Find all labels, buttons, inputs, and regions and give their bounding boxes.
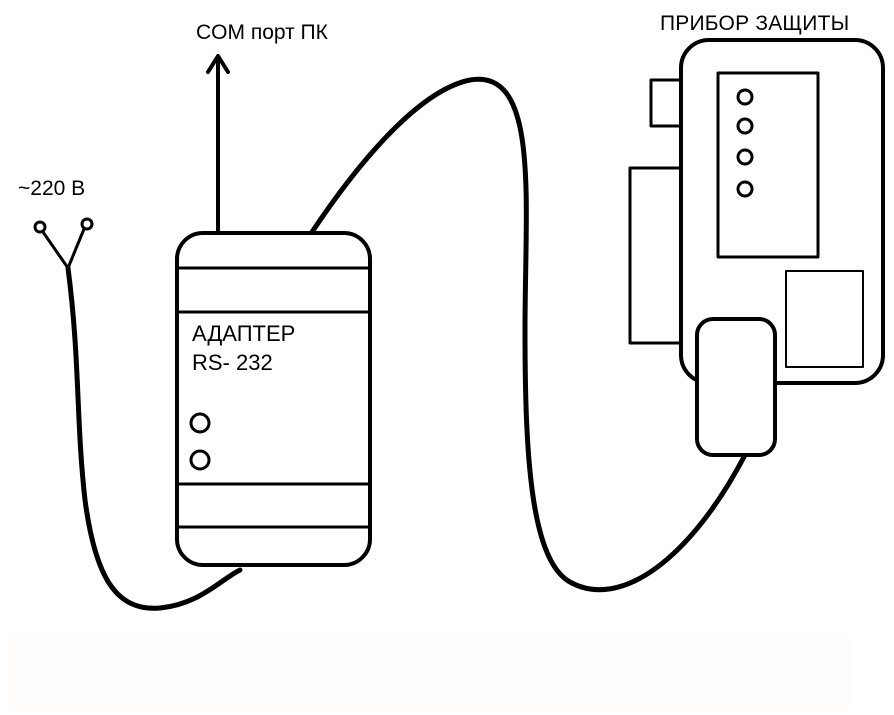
device-connector bbox=[695, 317, 777, 457]
device-led-1 bbox=[736, 88, 754, 106]
power-plug-icon bbox=[33, 217, 94, 270]
adapter-led-2 bbox=[189, 449, 211, 471]
device-window bbox=[785, 270, 864, 368]
device-display-panel bbox=[716, 71, 820, 259]
protection-device bbox=[628, 38, 885, 457]
device-label: ПРИБОР ЗАЩИТЫ bbox=[660, 12, 850, 35]
data-cable bbox=[309, 76, 748, 593]
device-side-tab bbox=[649, 78, 683, 128]
device-led-2 bbox=[736, 117, 754, 135]
com-port-arrow bbox=[206, 54, 230, 234]
device-led-3 bbox=[736, 148, 754, 166]
com-port-label: COM порт ПК bbox=[196, 21, 328, 44]
adapter-label: АДАПТЕР bbox=[192, 321, 296, 346]
device-led-4 bbox=[736, 180, 754, 198]
adapter-led-1 bbox=[189, 412, 211, 434]
adapter-model-label: RS- 232 bbox=[192, 350, 273, 375]
device-side-block bbox=[628, 166, 687, 345]
power-label: ~220 В bbox=[18, 177, 86, 200]
power-cable bbox=[65, 265, 243, 611]
footer-band bbox=[8, 638, 850, 710]
adapter-box bbox=[175, 231, 372, 567]
